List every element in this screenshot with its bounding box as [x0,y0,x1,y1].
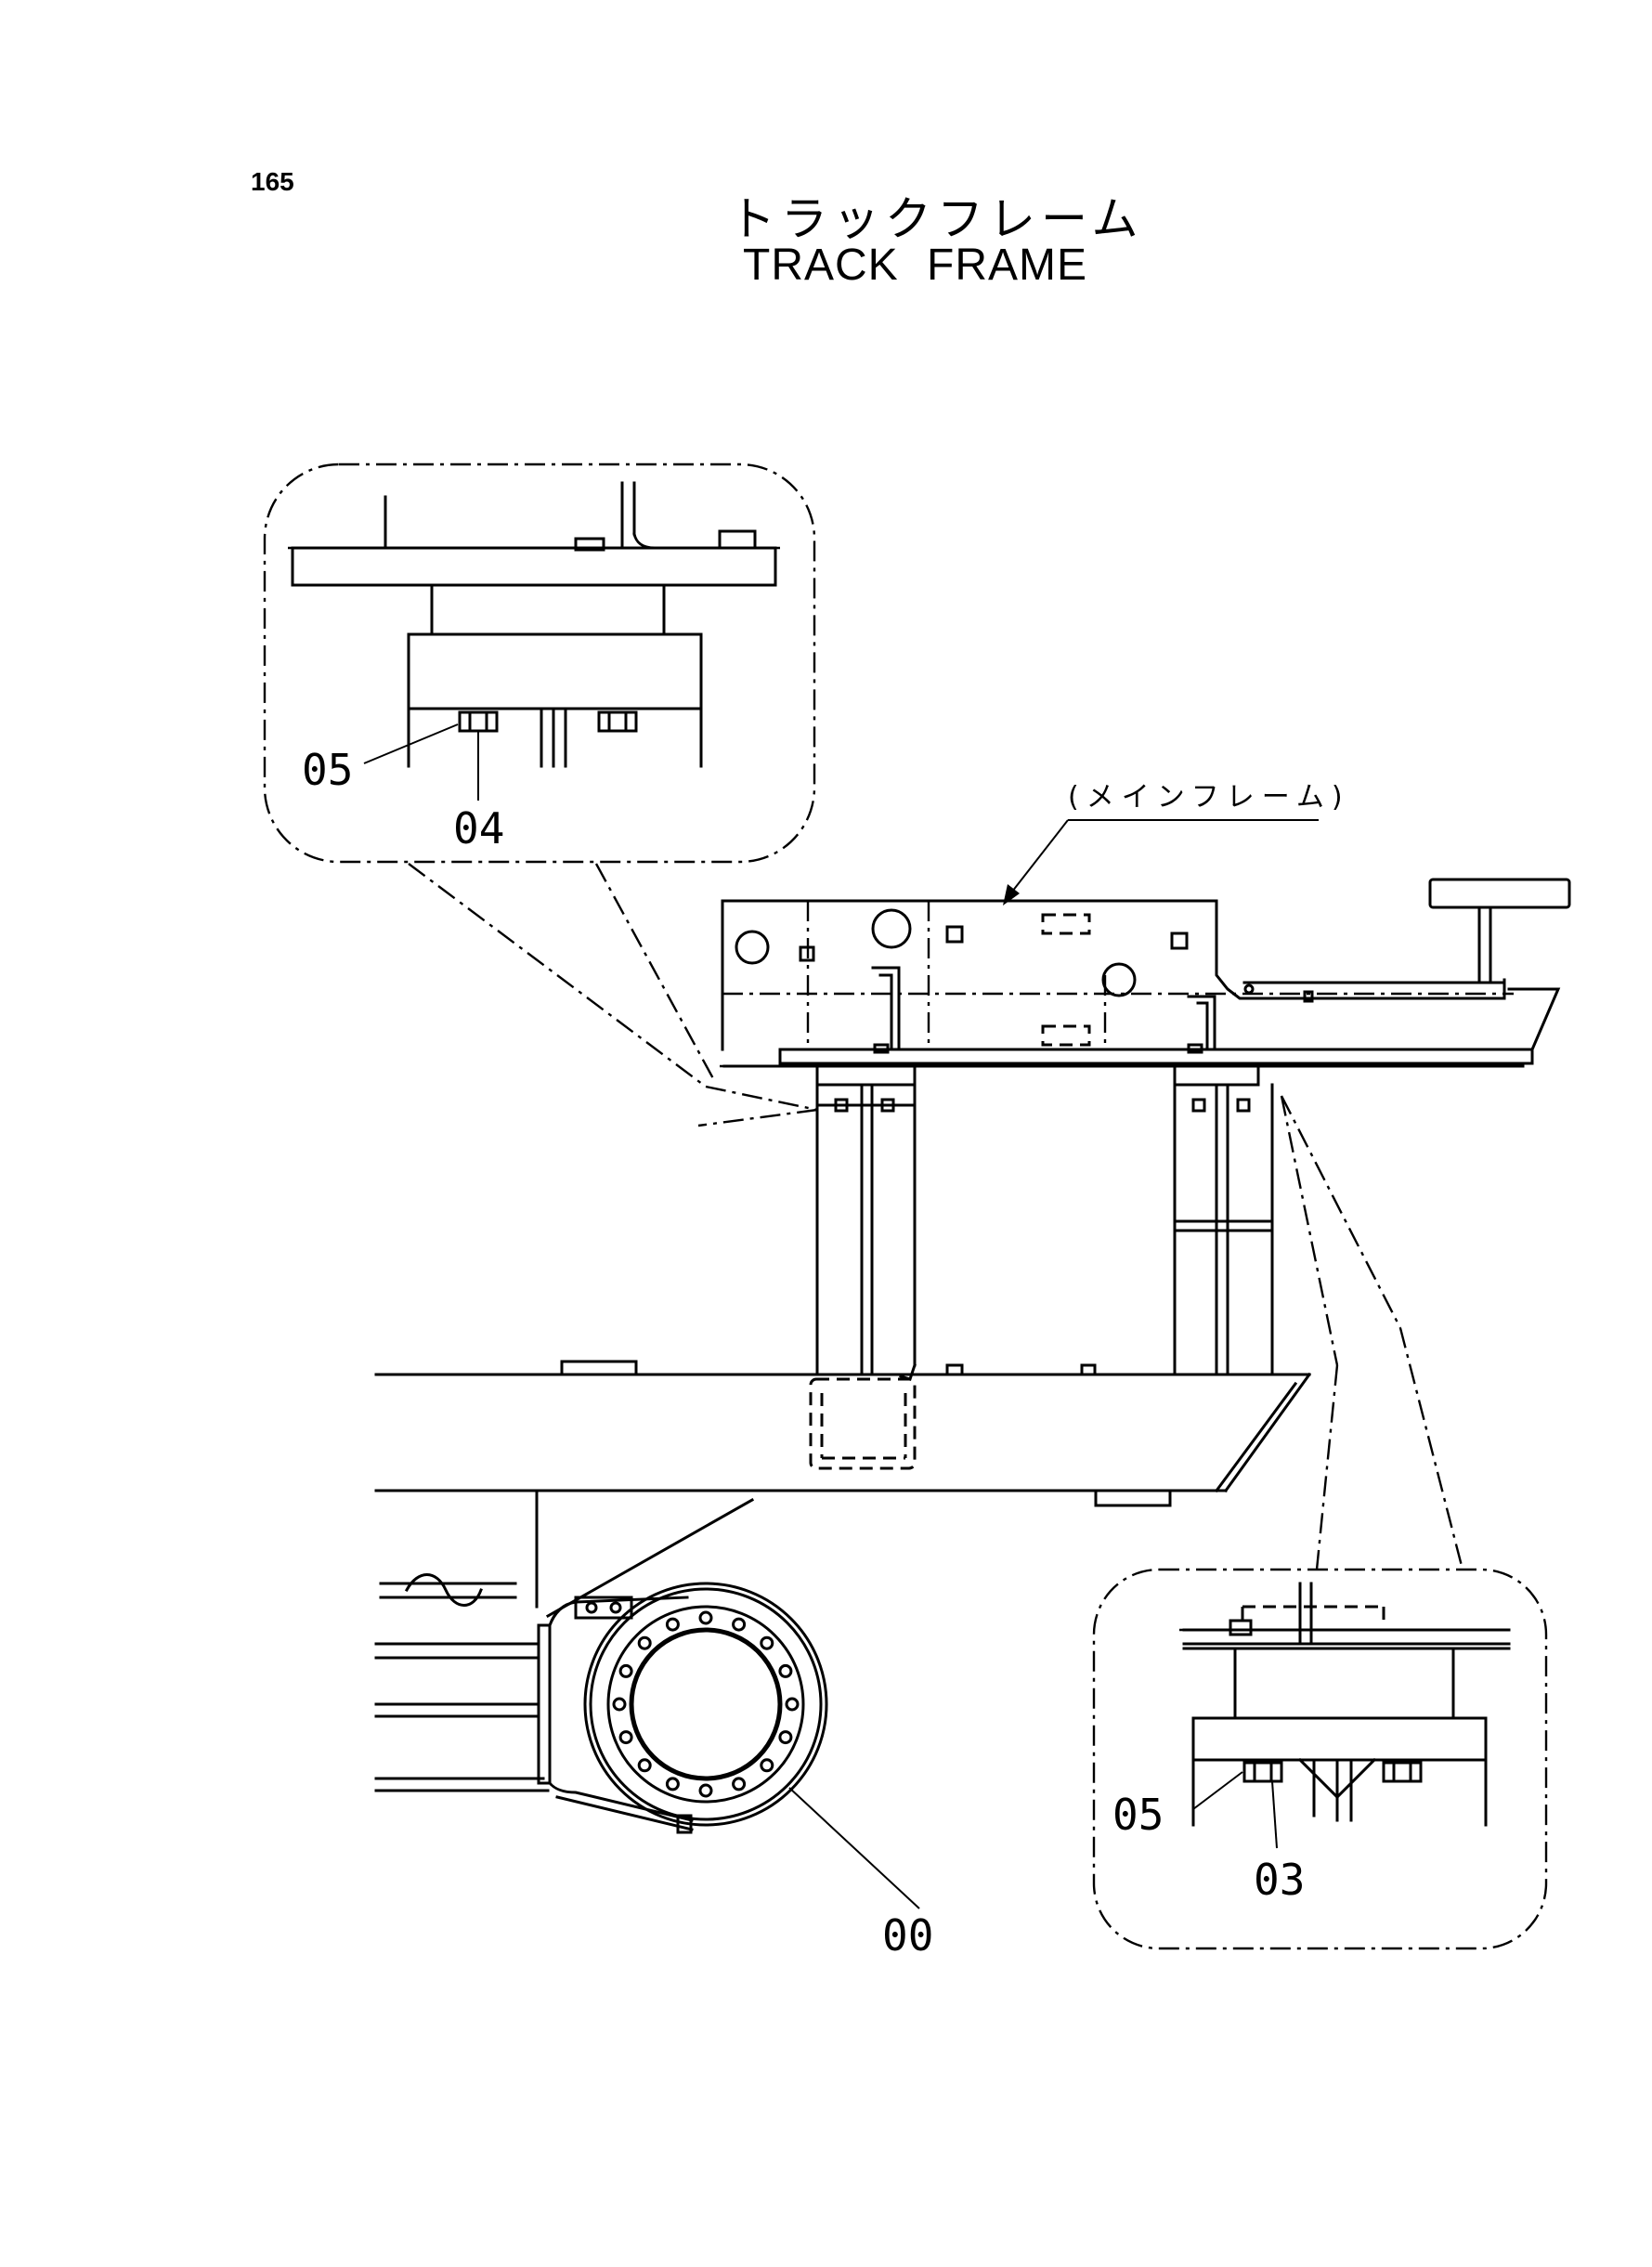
nut-shape [597,710,638,733]
callout-04: 04 [453,803,504,853]
support-columns [815,1064,1274,1381]
detail-boundary-bottom [1092,1568,1548,1950]
bolt-hole [778,1730,793,1745]
bolt-hole [665,1617,680,1632]
nut-shape [458,710,499,733]
detail-boundary-top [263,463,816,864]
nut-shape [1382,1761,1423,1783]
hub-outer [583,1582,828,1827]
bolt-hole [618,1730,633,1745]
bolt-hole [760,1635,774,1650]
bolt-hole [732,1617,747,1632]
bolt-hole [665,1777,680,1791]
bolt-hole [698,1610,713,1625]
detail-view-bottom: 05 03 [1092,1568,1548,1950]
callout-00: 00 [882,1910,933,1961]
callout-05-top: 05 [302,745,353,795]
track-frame-body [374,1360,1312,1834]
callout-main-frame: (メインフレーム) [1068,781,1350,814]
bolt-hole [618,1663,633,1678]
callout-05-bottom: 05 [1112,1790,1164,1840]
hub-flange [606,1605,805,1804]
nut-shape [1242,1761,1283,1783]
hub-bore [629,1627,783,1781]
bolt-hole [637,1758,652,1773]
bolt-holes [612,1610,800,1798]
main-frame: (メインフレーム) [720,781,1571,1068]
bolt-hole [612,1697,627,1712]
bolt-hole [732,1777,747,1791]
title-english: TRACK FRAME [743,241,1088,290]
bolt-hole [760,1758,774,1773]
callout-03: 03 [1254,1855,1305,1905]
bolt-hole [778,1663,793,1678]
title-japanese: トラックフレーム [729,192,1144,246]
bolt-hole [637,1635,652,1650]
page-number: 165 [251,167,294,196]
detail-view-top: 05 04 [263,463,816,864]
bolt-hole [785,1697,800,1712]
bolt-hole [698,1783,713,1798]
